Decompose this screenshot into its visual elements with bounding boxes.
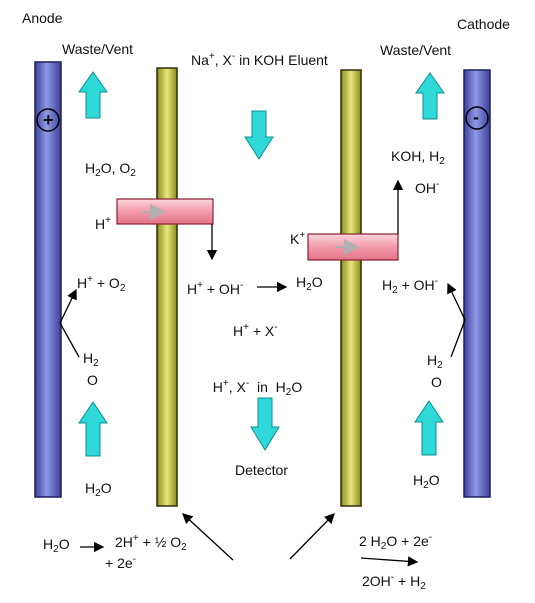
flow-up-arrow-icon — [78, 71, 108, 119]
plus-sign-icon — [36, 108, 60, 132]
reaction-arrow — [360, 556, 419, 567]
anode-reaction-electrons: + 2e- — [105, 554, 136, 572]
o-right-label: O — [431, 374, 442, 390]
detector-label: Detector — [235, 462, 288, 478]
h2o-right-bottom-label: H2O — [413, 472, 440, 491]
eluent-label: Na+, X- in KOH Eluent — [191, 51, 328, 69]
cathode-reaction-reactant: 2 H2O + 2e- — [359, 532, 433, 552]
left-exchange-channel — [116, 198, 214, 225]
koh-h2-label: KOH, H2 — [391, 148, 445, 167]
anode-reaction-reactant: H2O — [43, 536, 70, 555]
left-membrane — [156, 67, 178, 507]
h-plus-oh-label: H+ + OH- — [187, 280, 244, 298]
h-plus-x-label: H+ + X- — [233, 322, 278, 340]
flow-up-arrow-icon — [415, 72, 445, 120]
reaction-arrow — [59, 288, 80, 358]
cathode-label: Cathode — [457, 16, 510, 32]
anode-label: Anode — [22, 10, 63, 26]
anode-electrode — [34, 61, 62, 498]
h2-right-label: H2 — [427, 352, 443, 371]
h-plus-left-label: H+ — [95, 215, 111, 233]
o-left-label: O — [87, 372, 98, 388]
cathode-reaction-product: 2OH- + H2 — [362, 572, 426, 592]
anode-reaction-product: 2H+ + ½ O2 — [115, 533, 187, 553]
flow-up-arrow-icon — [78, 401, 108, 457]
right-exchange-channel — [307, 233, 399, 261]
reaction-arrow — [182, 513, 234, 561]
flow-down-arrow-icon — [250, 397, 280, 451]
reaction-arrow — [447, 282, 466, 358]
minus-sign-icon — [465, 106, 489, 130]
flow-up-arrow-icon — [414, 400, 444, 456]
waste-vent-left-label: Waste/Vent — [62, 41, 134, 57]
reaction-arrow — [289, 513, 335, 560]
oh-right-label: OH- — [415, 179, 440, 197]
cathode-electrode — [463, 69, 491, 498]
h2o-left-bottom-label: H2O — [85, 480, 112, 499]
minus-sign-label: - — [473, 107, 479, 127]
h2-left-label: H2 — [83, 350, 99, 369]
k-plus-label: K+ — [290, 230, 306, 248]
h2-plus-oh-label: H2 + OH- — [382, 276, 438, 296]
h2o-center-label: H2O — [296, 274, 323, 293]
waste-vent-right-label: Waste/Vent — [380, 42, 452, 58]
plus-sign-label: + — [43, 110, 54, 130]
h2o-o2-label: H2O, O2 — [85, 160, 136, 179]
flow-down-arrow-icon — [244, 110, 274, 160]
h-plus-o2-label: H+ + O2 — [77, 274, 126, 294]
h-x-in-h2o-label: H+, X- in H2O — [212, 378, 303, 398]
right-membrane — [340, 69, 362, 507]
